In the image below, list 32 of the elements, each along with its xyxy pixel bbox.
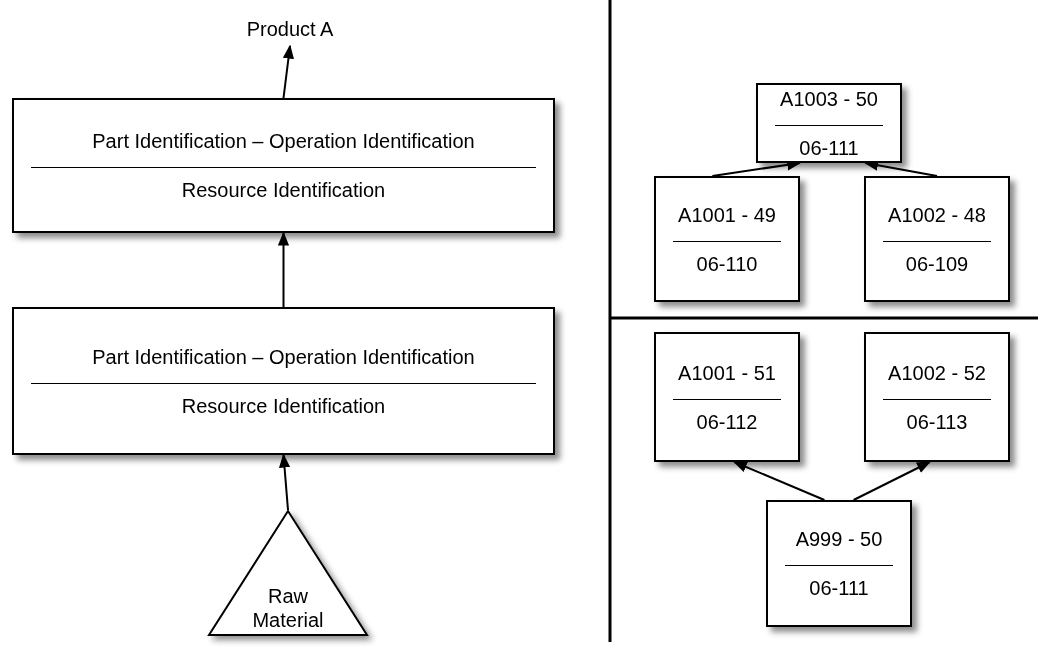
node-title: Raw Material bbox=[251, 584, 325, 632]
node-subtitle: 06-112 bbox=[696, 409, 758, 434]
node-subtitle: 06-110 bbox=[696, 251, 758, 276]
process-box bbox=[12, 307, 555, 455]
process-box bbox=[654, 176, 800, 302]
node-subtitle: 06-113 bbox=[906, 409, 968, 434]
node-title: A999 - 50 bbox=[795, 527, 883, 551]
arrow bbox=[277, 231, 290, 308]
node-title: A1001 - 49 bbox=[678, 202, 776, 227]
node-title: A1003 - 50 bbox=[780, 86, 878, 111]
arrow bbox=[282, 44, 294, 99]
product-label: Product A bbox=[246, 17, 334, 41]
process-box bbox=[864, 332, 1010, 462]
process-box bbox=[12, 98, 555, 233]
node-title: A1002 - 52 bbox=[888, 360, 986, 385]
raw-material-triangle bbox=[208, 510, 368, 636]
node-subtitle: Resource Identification bbox=[181, 393, 386, 418]
node-subtitle: 06-111 bbox=[799, 135, 859, 160]
process-box bbox=[654, 332, 800, 462]
node-subtitle: Resource Identification bbox=[181, 178, 386, 202]
node-title: Part Identification – Operation Identification bbox=[92, 344, 475, 369]
node-title: A1002 - 48 bbox=[888, 202, 986, 227]
process-box bbox=[766, 500, 912, 627]
process-box bbox=[756, 83, 902, 163]
process-box bbox=[864, 176, 1010, 302]
node-subtitle: 06-111 bbox=[809, 576, 869, 600]
arrow bbox=[852, 461, 931, 501]
node-title: A1001 - 51 bbox=[678, 360, 776, 385]
node-title: Part Identification – Operation Identification bbox=[92, 129, 475, 153]
arrow bbox=[278, 453, 291, 511]
arrow bbox=[733, 461, 826, 501]
node-subtitle: 06-109 bbox=[905, 251, 969, 276]
